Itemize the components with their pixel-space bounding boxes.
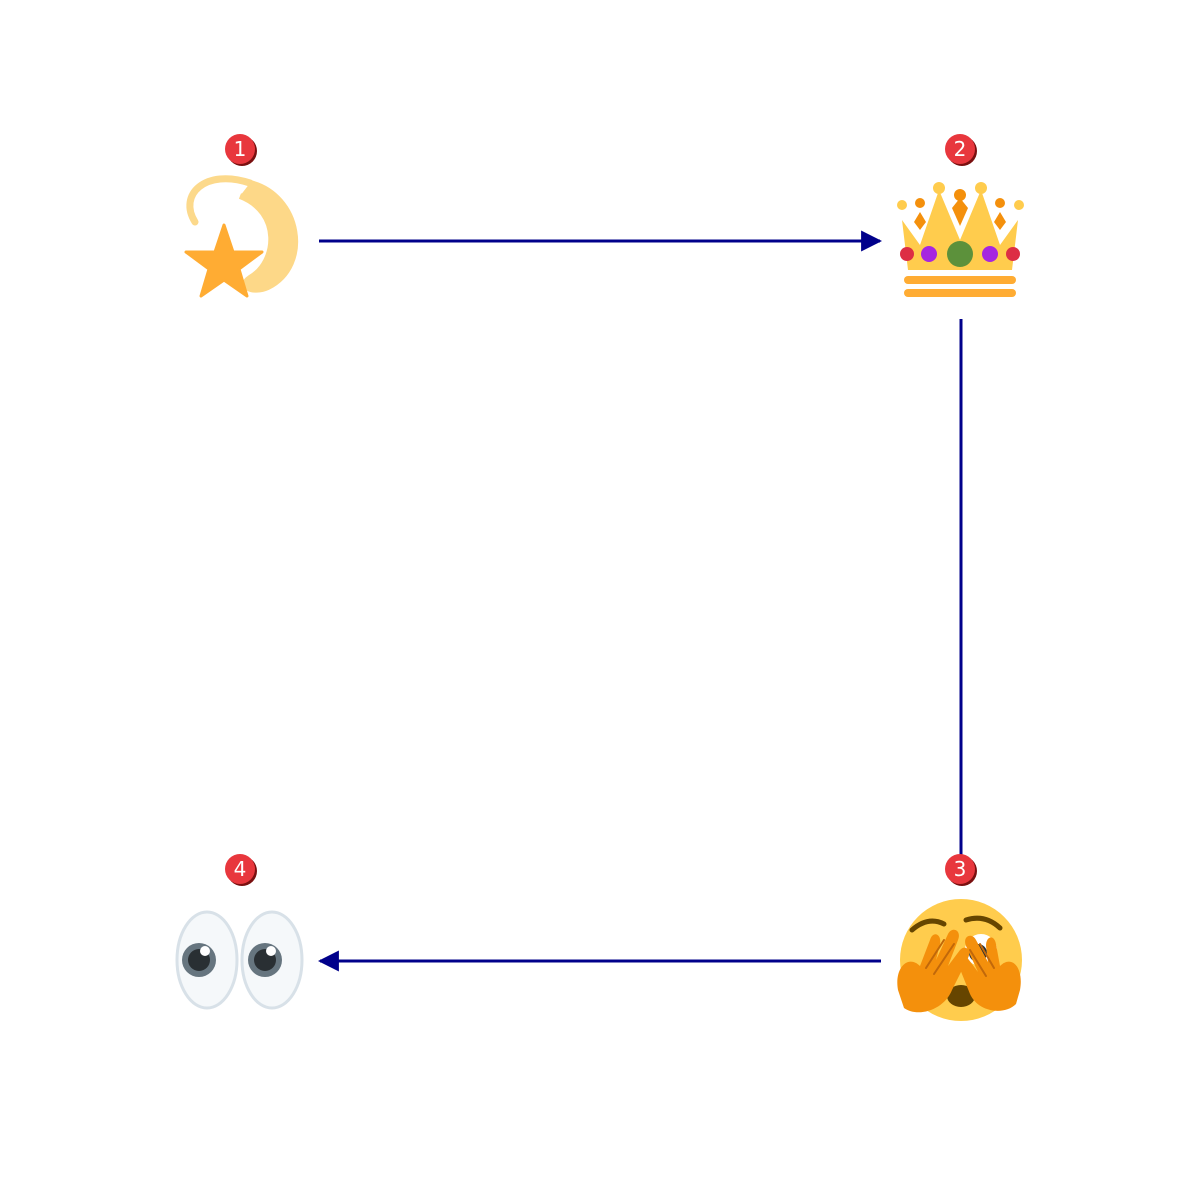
dizzy-star-icon: [184, 175, 299, 298]
node-1: [184, 175, 299, 298]
node-4: [175, 910, 304, 1010]
crown-icon: [897, 182, 1024, 297]
badge-2: 2: [945, 134, 977, 166]
badge-4: 4: [225, 854, 257, 886]
badge-1-number: 1: [234, 137, 247, 161]
node-2: [897, 182, 1024, 297]
node-3: [897, 899, 1022, 1021]
eyes-icon: [175, 910, 304, 1010]
badge-4-number: 4: [234, 857, 247, 881]
face-peeking-through-hands-icon: [897, 899, 1022, 1021]
badge-3-number: 3: [954, 857, 967, 881]
edges: [317, 230, 963, 972]
badge-3: 3: [945, 854, 977, 886]
badge-1: 1: [225, 134, 257, 166]
badge-2-number: 2: [954, 137, 967, 161]
